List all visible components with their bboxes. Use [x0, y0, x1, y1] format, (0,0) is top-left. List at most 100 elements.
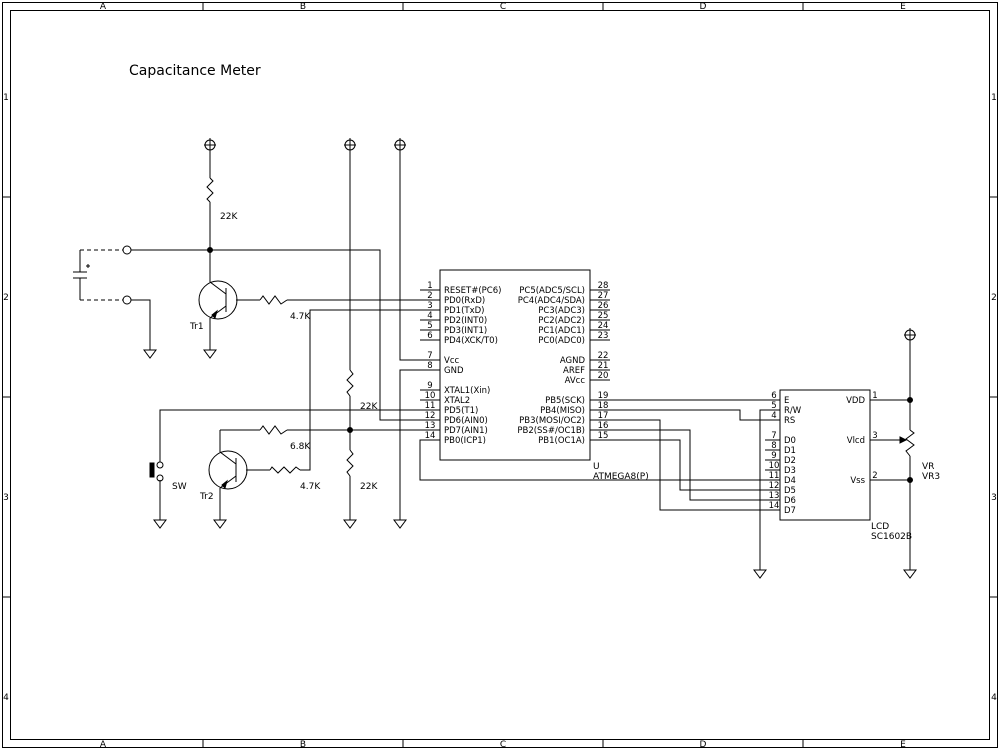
mcu-pin-1-number: 1	[427, 281, 432, 291]
r-22k-top-value: 22K	[220, 212, 238, 222]
grid-col-b-top: B	[300, 2, 306, 12]
mcu-pin-7-name: Vcc	[444, 356, 459, 366]
lcd-pin-1-name: VDD	[846, 396, 865, 406]
mcu-pin-21-number: 21	[598, 361, 609, 371]
mcu-pin-2-number: 2	[427, 291, 432, 301]
grid-row-2-left: 2	[3, 293, 9, 303]
mcu-pin-19-number: 19	[598, 391, 609, 401]
r-22k-divider-top-value: 22K	[360, 402, 378, 412]
mcu-name: ATMEGA8(P)	[593, 472, 649, 482]
lcd-pin-1-number: 1	[872, 391, 877, 401]
mcu-pin-4-name: PD2(INT0)	[444, 316, 487, 326]
mcu-pin-1-name: RESET#(PC6)	[444, 286, 501, 296]
lcd-pin-13-name: D6	[784, 496, 796, 506]
mcu-pin-11-number: 11	[425, 401, 436, 411]
potentiometer-vr3: VR VR3	[922, 462, 940, 482]
schematic-title: Capacitance Meter	[129, 63, 261, 79]
wires	[159, 150, 915, 570]
lcd-pin-6-name: E	[784, 396, 789, 406]
lcd-pin-4-number: 4	[771, 411, 776, 421]
lcd-pin-11-number: 11	[769, 471, 780, 481]
r-22k-divider-bottom-value: 22K	[360, 482, 378, 492]
ground-symbols	[143, 349, 917, 579]
grid-col-e-bottom: E	[900, 740, 906, 750]
mcu-ref: U	[593, 462, 600, 472]
ground-symbol-mcu	[393, 519, 407, 529]
mcu-pin-16-name: PB2(SS#/OC1B)	[517, 426, 585, 436]
mcu-pin-20-name: AVcc	[565, 376, 586, 386]
grid-col-b-bottom: B	[300, 740, 306, 750]
mcu-pin-26-number: 26	[598, 301, 609, 311]
junctions	[207, 247, 913, 483]
mcu-pin-12-number: 12	[425, 411, 436, 421]
lcd-pin-3-name: Vlcd	[847, 436, 865, 446]
vr-name: VR3	[922, 472, 940, 482]
mcu-pin-24-name: PC1(ADC1)	[538, 326, 585, 336]
mcu-pin-16-number: 16	[598, 421, 609, 431]
ground-symbol-vr	[903, 569, 917, 579]
test-capacitor-symbol	[73, 250, 90, 300]
tr1-label: Tr1	[189, 322, 204, 332]
grid-row-3-right: 3	[991, 493, 997, 503]
grid-row-1-right: 1	[991, 93, 997, 103]
vcc-symbol-divider	[344, 138, 356, 152]
mcu-pin-8-number: 8	[427, 361, 432, 371]
lcd-ref: LCD	[871, 522, 889, 532]
lcd-pin-12-number: 12	[769, 481, 780, 491]
mcu-pin-10-number: 10	[425, 391, 436, 401]
r-6k8-value: 6.8K	[290, 442, 311, 452]
mcu-pin-22-name: AGND	[560, 356, 586, 366]
mcu-pin-19-name: PB5(SCK)	[545, 396, 585, 406]
lcd-pin-14-name: D7	[784, 506, 796, 516]
lcd-pin-4-name: RS	[784, 416, 795, 426]
lcd-pin-14-number: 14	[769, 501, 780, 511]
resistor-labels: 22K 4.7K 22K 6.8K 4.7K 22K	[220, 212, 378, 492]
mcu-pin-2-name: PD0(RxD)	[444, 296, 485, 306]
mcu-pin-20-number: 20	[598, 371, 609, 381]
lcd-pin-7-number: 7	[771, 431, 776, 441]
grid-col-c-top: C	[500, 2, 506, 12]
vcc-symbol-r22k	[204, 138, 216, 152]
lcd-pin-2-number: 2	[872, 471, 877, 481]
mcu-pin-23-number: 23	[598, 331, 609, 341]
grid-row-3-left: 3	[3, 493, 9, 503]
mcu-pin-25-name: PC2(ADC2)	[538, 316, 585, 326]
tr2-label: Tr2	[199, 492, 214, 502]
mcu-pin-3-name: PD1(TxD)	[444, 306, 484, 316]
grid-col-d-bottom: D	[700, 740, 707, 750]
ground-symbol-sw	[153, 519, 167, 529]
mcu-pin-13-name: PD7(AIN1)	[444, 426, 488, 436]
grid-row-2-right: 2	[991, 293, 997, 303]
mcu-pin-17-name: PB3(MOSI/OC2)	[519, 416, 585, 426]
mcu-pin-22-number: 22	[598, 351, 609, 361]
lcd-pin-5-number: 5	[771, 401, 776, 411]
mcu-pin-26-name: PC3(ADC3)	[538, 306, 585, 316]
lcd-pin-10-number: 10	[769, 461, 780, 471]
mcu-pin-27-number: 27	[598, 291, 609, 301]
r-4k7-tr1-value: 4.7K	[290, 312, 311, 322]
ground-symbol-probe	[143, 349, 157, 359]
mcu-pin-24-number: 24	[598, 321, 609, 331]
vcc-symbol-mcu	[394, 138, 406, 152]
mcu-pin-23-name: PC0(ADC0)	[538, 336, 585, 346]
mcu-pin-7-number: 7	[427, 351, 432, 361]
push-switch-sw: SW	[149, 461, 187, 492]
grid-row-4-right: 4	[991, 693, 997, 703]
lcd-pin-12-name: D5	[784, 486, 796, 496]
lcd-pin-9-number: 9	[771, 451, 776, 461]
mcu-pin-8-name: GND	[444, 366, 464, 376]
mcu-pin-5-number: 5	[427, 321, 432, 331]
lcd-pin-2-name: Vss	[850, 476, 865, 486]
mcu-pin-6-number: 6	[427, 331, 432, 341]
lcd-pin-11-name: D4	[784, 476, 796, 486]
grid-row-4-left: 4	[3, 693, 9, 703]
lcd-pin-7-name: D0	[784, 436, 796, 446]
grid-row-1-left: 1	[3, 93, 9, 103]
mcu-pin-14-name: PB0(ICP1)	[444, 436, 486, 446]
